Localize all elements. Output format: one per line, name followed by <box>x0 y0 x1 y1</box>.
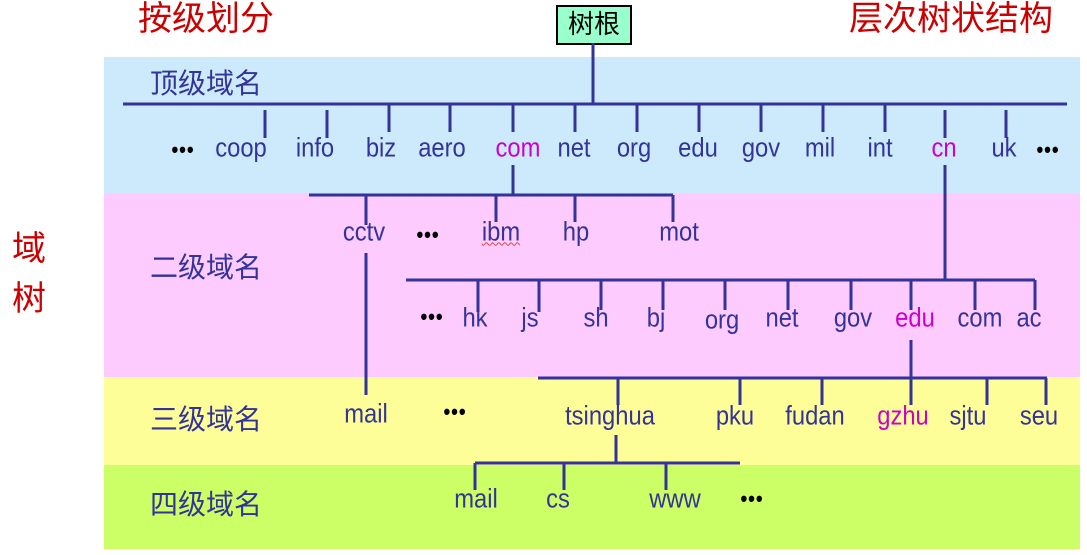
domain-node-seu: seu <box>1019 400 1059 431</box>
ellipsis-more: ••• <box>443 399 467 424</box>
band-second-level <box>104 193 1080 377</box>
domain-node-hk: hk <box>462 302 488 333</box>
domain-node-cs: cs <box>546 483 570 514</box>
domain-node-uk: uk <box>991 132 1017 163</box>
tsinghua-ticks <box>473 463 668 490</box>
domain-node-coop: coop <box>215 132 267 163</box>
domain-node-sh: sh <box>583 302 609 333</box>
edu-ticks <box>616 378 1048 405</box>
domain-node-com: com <box>495 132 541 163</box>
ellipsis-more: ••• <box>420 304 444 329</box>
domain-node-cctv: cctv <box>342 216 386 247</box>
domain-node-gzhu: gzhu <box>877 400 929 431</box>
band-fourth-level <box>104 465 1080 549</box>
domain-node-hp: hp <box>562 216 590 247</box>
level-label-third: 三级域名 <box>150 403 263 436</box>
side-label-1: 域 <box>12 229 46 269</box>
domain-node-com: com <box>957 302 1003 333</box>
domain-node-mot: mot <box>659 216 699 247</box>
domain-node-fudan: fudan <box>785 400 845 431</box>
domain-node-net: net <box>765 302 799 333</box>
cn-ticks <box>476 280 1037 312</box>
domain-node-gov: gov <box>741 132 781 163</box>
domain-node-edu: edu <box>678 132 718 163</box>
domain-node-biz: biz <box>365 132 397 163</box>
ellipsis-more: ••• <box>1036 137 1060 162</box>
domain-node-aero: aero <box>418 132 466 163</box>
domain-node-pku: pku <box>715 400 755 431</box>
root-node: 树根 <box>556 5 632 45</box>
domain-node-mil: mil <box>804 132 836 163</box>
level-label-fourth: 四级域名 <box>150 488 263 521</box>
domain-node-edu: edu <box>895 302 935 333</box>
domain-node-org: org <box>704 304 740 335</box>
domain-node-info: info <box>295 132 335 163</box>
domain-node-ibm: ibm <box>481 216 521 247</box>
domain-node-ac: ac <box>1016 302 1042 333</box>
com-ticks <box>364 195 675 225</box>
level-label-second: 二级域名 <box>150 251 263 284</box>
domain-node-mail: mail <box>344 398 388 429</box>
domain-node-gov: gov <box>833 302 873 333</box>
top-level-ticks <box>263 104 1008 138</box>
domain-node-js: js <box>521 302 539 333</box>
domain-node-bj: bj <box>646 302 666 333</box>
domain-node-sjtu: sjtu <box>949 400 987 431</box>
band-third-level <box>104 377 1080 465</box>
ellipsis-more: ••• <box>740 486 764 511</box>
domain-node-tsinghua: tsinghua <box>565 400 655 431</box>
level-label-top: 顶级域名 <box>150 67 263 100</box>
domain-node-mail: mail <box>454 483 498 514</box>
title-left: 按级划分 <box>138 0 274 39</box>
title-right: 层次树状结构 <box>849 0 1053 39</box>
ellipsis-more: ••• <box>416 222 440 247</box>
domain-node-cn: cn <box>931 132 957 163</box>
domain-node-int: int <box>867 132 893 163</box>
ellipsis-more: ••• <box>171 137 195 162</box>
domain-node-www: www <box>649 483 701 514</box>
side-label-2: 树 <box>12 279 46 319</box>
domain-node-net: net <box>557 132 591 163</box>
domain-node-org: org <box>616 132 652 163</box>
